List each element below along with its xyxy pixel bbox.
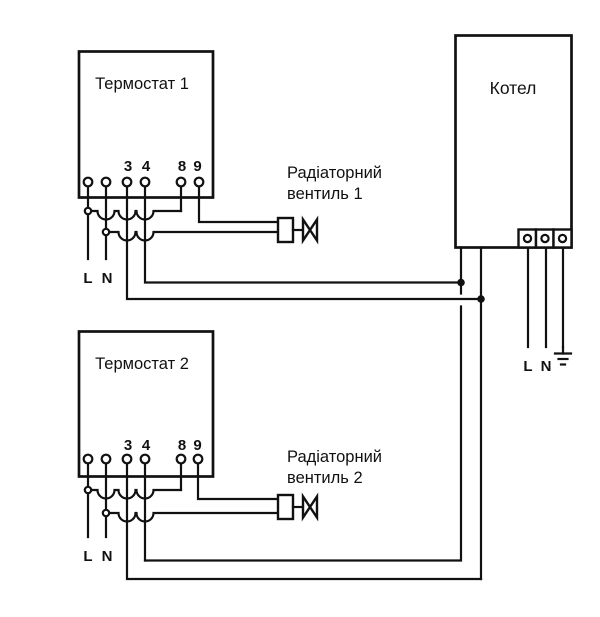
boiler-terminal-n — [540, 233, 550, 244]
thermostat2-box — [77, 330, 215, 478]
thermostat2-terminal-l — [82, 453, 94, 465]
valve2-label-line1: Радіаторний — [287, 448, 382, 466]
thermostat1-l-label: L — [83, 270, 92, 287]
valve2-body-left-icon — [301, 492, 312, 522]
thermostat2-label: Термостат 2 — [95, 355, 189, 373]
thermostat2-terminal-3-label: 3 — [124, 437, 132, 454]
thermostat1-terminal-3-label: 3 — [124, 158, 132, 175]
valve2-label-line2: вентиль 2 — [287, 469, 363, 487]
wire-t2-live-to-terminal8 — [86, 488, 183, 500]
valve2-group: Радіаторний вентиль 2 — [276, 448, 382, 522]
thermostat1-terminal-4-label: 4 — [142, 158, 151, 175]
junction-t2-neutral — [101, 508, 111, 518]
valve1-group: Радіаторний вентиль 1 — [276, 164, 382, 245]
boiler-l-label: L — [523, 358, 532, 375]
thermostat1-terminal-n — [100, 176, 112, 188]
thermostat1-terminal-4 — [139, 176, 151, 188]
wire-t2-terminal3-to-boiler — [125, 462, 483, 581]
thermostat1-terminal-8 — [175, 176, 187, 188]
boiler-bus-group — [143, 246, 485, 581]
thermostat1-terminal-9 — [193, 176, 205, 188]
thermostat2-l-label: L — [83, 548, 92, 565]
thermostat1-terminal-8-label: 8 — [178, 158, 186, 175]
valve2-body-right-icon — [308, 492, 319, 522]
boiler-group: Котел L N — [454, 34, 573, 375]
valve2-actuator — [276, 493, 295, 521]
wire-t2-neutral-to-valve2 — [104, 511, 280, 523]
junction-t1-neutral — [101, 227, 111, 237]
boiler-box — [454, 34, 573, 249]
thermostat1-terminal-l — [82, 176, 94, 188]
wire-boiler-demand-a-lower — [143, 305, 463, 562]
junction-dot-demand-a — [457, 278, 465, 287]
thermostat1-terminal-9-label: 9 — [193, 158, 201, 175]
valve1-actuator — [276, 216, 295, 244]
thermostat2-terminal-n — [100, 453, 112, 465]
thermostat2-terminal-9 — [192, 453, 204, 465]
thermostat1-label: Термостат 1 — [95, 75, 189, 93]
valve1-body-left-icon — [301, 215, 312, 245]
boiler-terminal-l — [522, 233, 533, 244]
wire-t2-terminal9-to-valve2 — [196, 462, 280, 501]
thermostat2-terminal-3 — [121, 453, 133, 465]
boiler-terminal-earth — [557, 233, 568, 244]
thermostat1-group: Термостат 1 3 4 8 9 L N — [77, 50, 483, 301]
wire-t1-live-to-terminal8 — [86, 209, 183, 221]
wire-t1-neutral-to-valve1 — [104, 230, 280, 242]
junction-dot-demand-b — [477, 295, 485, 303]
junction-t2-live — [83, 485, 93, 495]
valve1-body-right-icon — [308, 215, 319, 245]
thermostat1-terminal-3 — [121, 176, 133, 188]
wire-t1-terminal9-to-valve1 — [197, 185, 280, 224]
thermostat2-terminal-4-label: 4 — [142, 437, 151, 454]
thermostat2-terminal-8 — [175, 453, 187, 465]
wire-t1-terminal3-to-boiler — [125, 185, 483, 301]
boiler-label: Котел — [490, 78, 537, 98]
junction-t1-live — [83, 206, 93, 216]
thermostat1-n-label: N — [102, 270, 113, 287]
valve1-label-line2: вентиль 1 — [287, 185, 363, 203]
earth-ground-icon — [553, 345, 573, 366]
boiler-n-label: N — [541, 358, 552, 375]
thermostat1-box — [77, 50, 215, 199]
thermostat2-terminal-9-label: 9 — [193, 437, 201, 454]
thermostat2-group: Термостат 2 3 4 8 9 L N — [77, 330, 483, 581]
thermostat2-terminal-8-label: 8 — [178, 437, 186, 454]
wire-t1-terminal4-to-boiler — [143, 185, 463, 284]
thermostat2-terminal-4 — [139, 453, 151, 465]
valve1-label-line1: Радіаторний — [287, 164, 382, 182]
thermostat2-n-label: N — [102, 548, 113, 565]
